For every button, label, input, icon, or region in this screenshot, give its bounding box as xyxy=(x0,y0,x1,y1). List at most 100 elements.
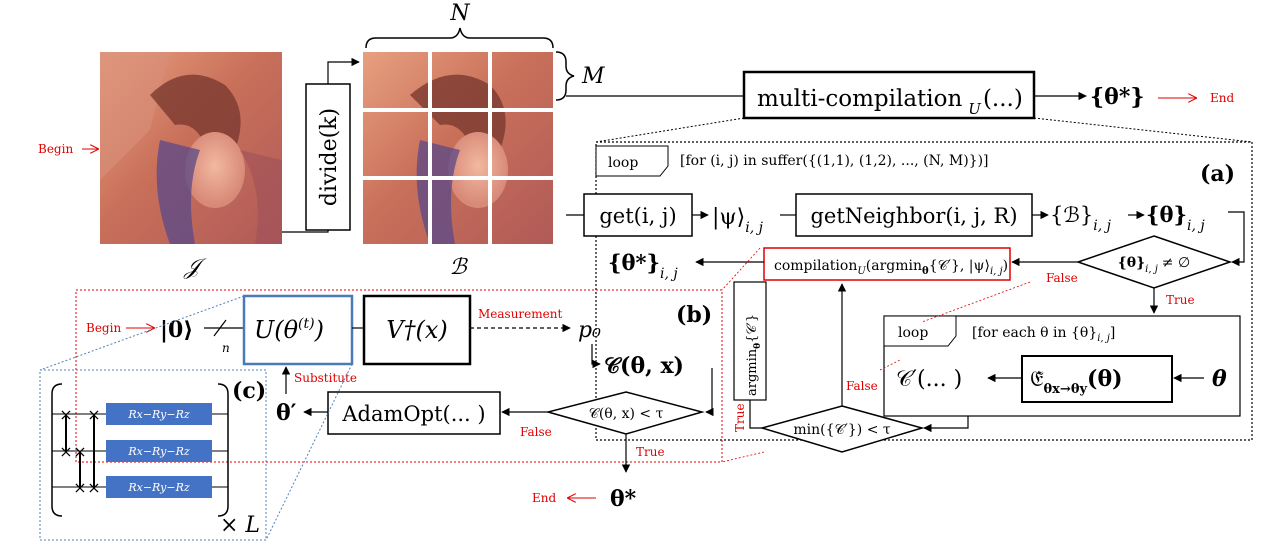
theta-prime: θ′ xyxy=(276,400,297,426)
u-text: U(θ(t)) xyxy=(254,316,324,344)
psi: |ψ⟩ xyxy=(712,205,745,230)
v-label: V†(x) xyxy=(386,316,448,344)
zoom-red-3 xyxy=(721,451,765,463)
multi-compilation-sub: U xyxy=(968,100,982,118)
inner-loop-sub: i, j xyxy=(1097,333,1110,344)
n-brace xyxy=(365,27,554,49)
compilation-psi-sub: i, j xyxy=(990,266,1003,277)
false-label-2: False xyxy=(846,379,878,393)
argmin-theta: θ xyxy=(753,343,763,349)
theta-set: {θ} xyxy=(1146,202,1187,227)
divide-to-blocks xyxy=(327,57,360,84)
argmin-box xyxy=(733,281,767,401)
rotation-gate-1 xyxy=(106,403,212,425)
transfer-box xyxy=(1021,355,1173,403)
false-label-1: False xyxy=(1046,271,1078,285)
get-box xyxy=(583,193,693,237)
b-set: {ℬ} xyxy=(1050,203,1093,227)
argmin-word: argmin xyxy=(745,348,760,396)
true-label-2: True xyxy=(733,403,747,432)
b-set-sub: i, j xyxy=(1093,218,1111,234)
rotation-gate-3 xyxy=(106,476,212,498)
rotation-gate-2 xyxy=(106,440,212,462)
swap-1-x-bot: × xyxy=(59,442,72,461)
loop-tag xyxy=(595,145,669,177)
rotation-gate-1-label: Rx−Ry−Rz xyxy=(127,408,190,421)
transfer-sym: 𝔈̃ xyxy=(1030,367,1044,392)
m-brace xyxy=(555,51,575,101)
swap-3-x-top: × xyxy=(87,405,100,424)
cost-diamond-label: 𝒞(θ, x) < τ xyxy=(589,406,664,422)
u-box xyxy=(242,294,354,366)
nonempty-set: {θ} xyxy=(1118,255,1145,271)
nonempty-diamond xyxy=(1075,235,1233,289)
nonempty-sub: i, j xyxy=(1145,264,1158,275)
substitute-label: Substitute xyxy=(294,371,357,385)
adam-box xyxy=(327,391,501,435)
false-label-b: False xyxy=(520,425,552,439)
blocks-image xyxy=(363,52,553,244)
divide-box xyxy=(305,83,351,231)
multi-compilation-box xyxy=(742,70,1036,120)
multi-compilation-args: (...) xyxy=(983,86,1023,112)
v-box xyxy=(362,294,472,366)
adam-label: AdamOpt(... ) xyxy=(341,402,485,426)
min-true-left xyxy=(749,400,762,429)
bset-text: {ℬ}i, j xyxy=(1050,203,1112,234)
loop-text: [for (i, j) in suffer({(1,1), (1,2), ...… xyxy=(680,153,989,169)
blocks-label: ℬ xyxy=(449,255,468,280)
cost-to-diamond xyxy=(705,368,714,417)
argmin-tail: {𝒞′} xyxy=(745,314,760,343)
compilation-args: (argmin xyxy=(866,258,922,274)
theta-star-b: θ* xyxy=(610,486,637,512)
compilation-sub: U xyxy=(857,266,866,277)
u-main: U(θ xyxy=(254,316,299,344)
thetaset-text: {θ}i, j xyxy=(1146,202,1205,234)
inner-loop-text: [for each θ in {θ}i, j] xyxy=(972,325,1115,344)
p0: p₀ xyxy=(578,318,601,343)
panel-a-frame xyxy=(595,141,1253,441)
compilation-close: ) xyxy=(1003,258,1008,274)
zoom-blue-2 xyxy=(265,363,353,541)
left-bracket xyxy=(51,383,63,517)
swap-3-x-bot: × xyxy=(87,478,100,497)
p0-to-cost xyxy=(591,344,601,369)
compilation-theta: θ xyxy=(922,266,929,277)
rotation-gate-2-label: Rx−Ry−Rz xyxy=(127,445,190,458)
theta-star-set: {θ*} xyxy=(1090,84,1144,110)
divide-label: divide(k) xyxy=(317,108,342,206)
theta-in: θ xyxy=(1212,366,1227,392)
true-label-b: True xyxy=(636,445,665,459)
end-label: End xyxy=(1210,91,1234,105)
ket0: |0⟩ xyxy=(160,317,193,343)
nonempty-text: {θ}i, j ≠ ∅ xyxy=(1118,255,1190,275)
u-sup: (t) xyxy=(298,316,315,332)
measurement-label: Measurement xyxy=(478,307,562,321)
compilation-text: compilationU(argminθ{𝒞′}, |ψ⟩i, j) xyxy=(774,258,1008,277)
begin-b-label: Begin xyxy=(86,321,121,335)
nonempty-tail: ≠ ∅ xyxy=(1162,255,1190,271)
end-b-label: End xyxy=(532,491,556,505)
thetastar-out-text: {θ*}i, j xyxy=(608,250,678,282)
swap-2-x-top: × xyxy=(73,442,86,461)
inner-loop-close: ] xyxy=(1110,325,1115,341)
n-qubits: n xyxy=(222,341,230,355)
multi-compilation-name: multi-compilation xyxy=(757,86,962,112)
get-neighbor-label: getNeighbor(i, j, R) xyxy=(810,204,1017,228)
compilation-name: compilation xyxy=(774,258,857,274)
transfer-sub: θx→θy xyxy=(1044,382,1088,397)
theta-star-out: {θ*} xyxy=(608,250,660,275)
true-label-1: True xyxy=(1166,293,1195,307)
rotation-gate-3-label: Rx−Ry−Rz xyxy=(127,481,190,494)
zoom-red-1 xyxy=(921,281,1031,323)
thetaset-to-diamond xyxy=(1228,211,1245,267)
inner-loop-main: [for each θ in {θ} xyxy=(972,325,1097,341)
n-label: N xyxy=(449,1,470,26)
swap-2-x-bot: × xyxy=(73,478,86,497)
zoom-line-right xyxy=(1033,117,1253,143)
panel-b-label: (b) xyxy=(676,302,712,328)
zoom-line-left xyxy=(595,117,745,143)
m-label: M xyxy=(581,64,605,89)
